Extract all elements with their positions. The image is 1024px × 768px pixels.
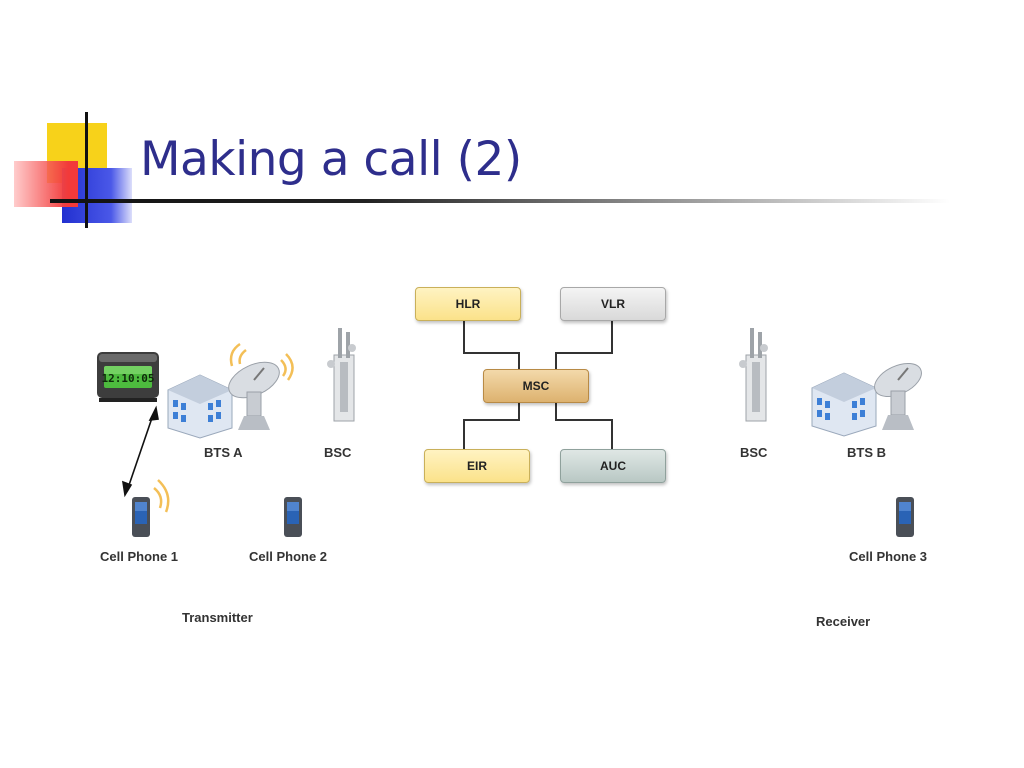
clock-display-text: 12:10:05 <box>102 372 155 385</box>
bts-a-label: BTS A <box>204 445 243 460</box>
cell-phone-3-label: Cell Phone 3 <box>849 549 928 564</box>
slide-title: Making a call (2) <box>140 132 522 187</box>
transmitter-label: Transmitter <box>182 610 253 625</box>
satellite-dish-icon-bts-b <box>874 362 922 430</box>
hlr-box: HLR <box>415 287 521 321</box>
antenna-tower-icon-tx-bsc <box>327 328 356 422</box>
tx-bsc-label: BSC <box>324 445 352 460</box>
cell-phone-icon-2 <box>284 497 302 537</box>
title-deco-vertical-line <box>85 112 88 228</box>
auc-label: AUC <box>600 459 626 473</box>
eir-label: EIR <box>466 459 487 473</box>
msc-label: MSC <box>522 379 550 393</box>
vlr-box: VLR <box>560 287 666 321</box>
msc-auc-line <box>555 402 613 450</box>
msc-box: MSC <box>483 369 589 403</box>
vlr-msc-line <box>555 321 613 370</box>
title-rule <box>50 199 950 203</box>
digital-clock-icon: 12:10:05 <box>97 352 159 402</box>
cell-phone-icon-3 <box>896 497 914 537</box>
rx-bsc-label: BSC <box>740 445 768 460</box>
satellite-dish-icon-bts-a <box>228 361 280 430</box>
cell-phone-icon-1 <box>132 497 150 537</box>
msc-eir-line <box>463 402 520 450</box>
vlr-label: VLR <box>601 297 625 311</box>
antenna-tower-icon-rx-bsc <box>739 328 768 422</box>
hlr-label: HLR <box>455 297 481 311</box>
auc-box: AUC <box>560 449 666 483</box>
double-arrow-icon <box>122 405 159 498</box>
signal-waves-icon-phone-1 <box>153 479 170 513</box>
building-icon-bts-b <box>811 372 877 437</box>
building-icon-bts-a <box>167 374 233 439</box>
bts-b-label: BTS B <box>847 445 886 460</box>
eir-box: EIR <box>424 449 530 483</box>
hlr-msc-line <box>463 321 520 370</box>
cell-phone-1-label: Cell Phone 1 <box>100 549 179 564</box>
receiver-label: Receiver <box>816 614 871 629</box>
msc-connectors <box>463 321 613 450</box>
cell-phone-2-label: Cell Phone 2 <box>249 549 328 564</box>
signal-waves-icon-bts-a <box>229 342 294 381</box>
